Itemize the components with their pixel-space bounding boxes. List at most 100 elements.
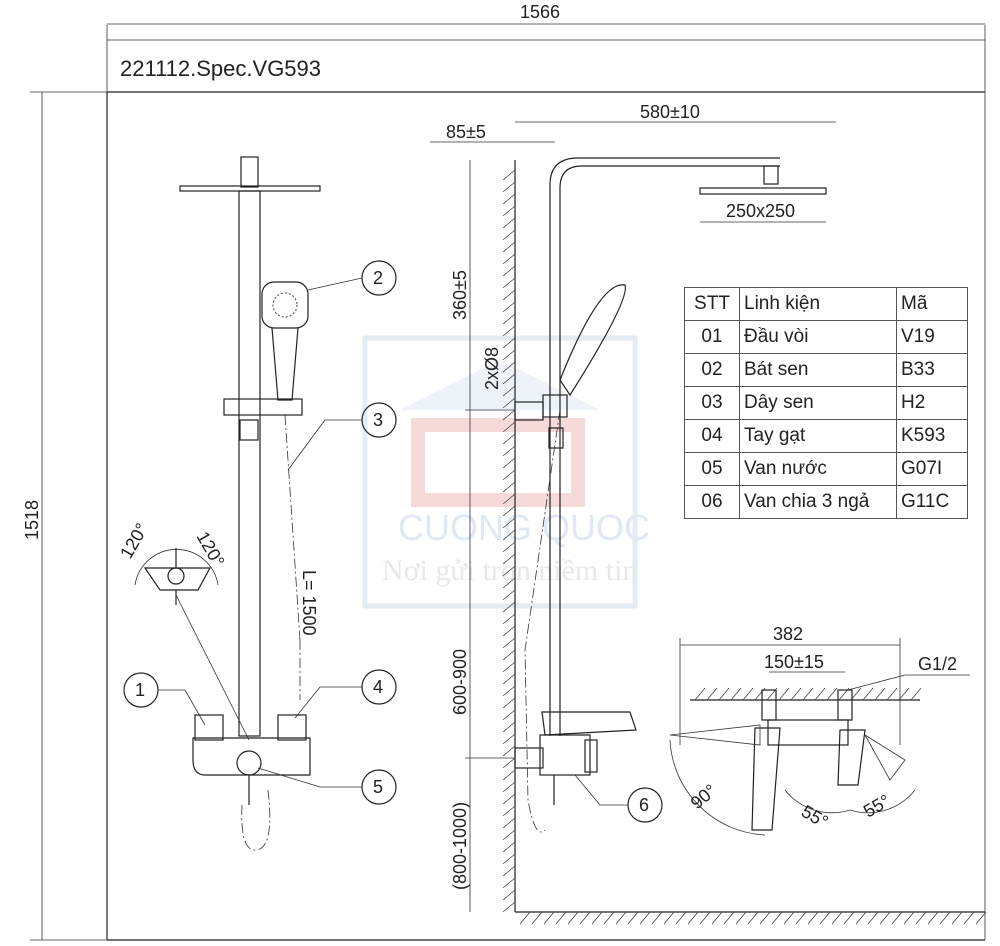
- wall-hatch: [502, 661, 516, 673]
- floor-hatch: [963, 911, 975, 925]
- floor-hatch: [843, 911, 855, 925]
- wall-hatch: [502, 505, 516, 517]
- floor-hatch: [879, 911, 891, 925]
- floor-hatch: [795, 911, 807, 925]
- watermark-logo: CUONG QUOC Nơi gửi trọn niềm tin: [362, 335, 650, 609]
- wall-hatch: [502, 601, 516, 613]
- floor-hatch: [543, 911, 555, 925]
- floor-hatch: [735, 911, 747, 925]
- dim-valve-height: (800-1000): [450, 802, 470, 890]
- wall-hatch: [502, 337, 516, 349]
- wall-hatch: [502, 481, 516, 493]
- floor-hatch: [807, 911, 819, 925]
- dim-head-size: 250x250: [726, 201, 795, 221]
- cell-component: Tay gạt: [739, 419, 897, 453]
- angle-left-label: 120°: [116, 520, 152, 562]
- wall-hatch: [502, 205, 516, 217]
- wall-hatch: [502, 493, 516, 505]
- watermark-brand: CUONG QUOC: [398, 507, 650, 548]
- wall-hatch: [502, 589, 516, 601]
- wall-hatch: [502, 181, 516, 193]
- header-stt: STT: [684, 287, 740, 321]
- dim-bracket-height: 360±5: [450, 270, 470, 320]
- floor-hatch: [639, 911, 651, 925]
- top-wall-hatch: [850, 687, 862, 701]
- dim-overall-height: 1518: [22, 500, 42, 540]
- cell-stt: 02: [684, 353, 740, 387]
- cell-code: K593: [896, 419, 968, 453]
- wall-hatch: [502, 265, 516, 277]
- drawing-frame: [30, 25, 986, 941]
- wall-hatch: [502, 673, 516, 685]
- floor-hatch: [867, 911, 879, 925]
- wall-hatch: [502, 529, 516, 541]
- wall-hatch: [502, 277, 516, 289]
- top-wall-hatch: [790, 687, 802, 701]
- floor-hatch: [663, 911, 675, 925]
- wall-hatch: [502, 325, 516, 337]
- floor-hatch: [519, 911, 531, 925]
- top-wall-hatch: [898, 687, 910, 701]
- floor-hatch: [759, 911, 771, 925]
- cell-stt: 03: [684, 386, 740, 420]
- wall-hatch: [502, 397, 516, 409]
- wall-hatch: [502, 445, 516, 457]
- wall-hatch: [502, 733, 516, 745]
- header-code: Mã: [896, 287, 968, 321]
- floor-hatch: [579, 911, 591, 925]
- cell-code: G11C: [896, 485, 968, 519]
- wall-hatch: [502, 625, 516, 637]
- wall-hatch: [502, 217, 516, 229]
- callout-1: 1: [135, 680, 145, 700]
- callout-3: 3: [373, 410, 383, 430]
- dim-arm-length: 580±10: [640, 102, 700, 122]
- cell-code: G07I: [896, 452, 968, 486]
- angle-90-label: 90°: [687, 780, 721, 813]
- drawing-title: 221112.Spec.VG593: [120, 56, 321, 81]
- floor-hatch: [855, 911, 867, 925]
- wall-hatch: [502, 865, 516, 877]
- top-wall-hatch: [826, 687, 838, 701]
- wall-hatch: [502, 853, 516, 865]
- callouts: 2 3 1 4 5 6: [123, 260, 663, 823]
- floor-hatch: [687, 911, 699, 925]
- dim-valve-width: 382: [773, 624, 803, 644]
- wall-hatch: [502, 889, 516, 901]
- wall-hatch: [502, 817, 516, 829]
- floor-hatch: [927, 911, 939, 925]
- wall-hatch: [502, 469, 516, 481]
- dim-wall-offset: 85±5: [446, 122, 486, 142]
- wall-hatch: [502, 433, 516, 445]
- floor-hatch: [891, 911, 903, 925]
- wall-hatch: [502, 253, 516, 265]
- floor-hatch: [903, 911, 915, 925]
- dim-bracket-holes: 2xØ8: [482, 347, 502, 390]
- wall-hatch: [502, 229, 516, 241]
- cell-component: Dây sen: [739, 386, 897, 420]
- wall-hatch: [502, 421, 516, 433]
- wall-hatch: [502, 649, 516, 661]
- wall-hatch: [502, 541, 516, 553]
- floor-hatch: [747, 911, 759, 925]
- wall-hatch: [502, 169, 516, 181]
- wall-hatch: [502, 193, 516, 205]
- top-wall-hatch: [814, 687, 826, 701]
- hose-length-label: L= 1500: [299, 570, 319, 636]
- wall-hatch: [502, 349, 516, 361]
- floor-hatch: [915, 911, 927, 925]
- floor-hatch: [975, 911, 987, 925]
- floor-hatch: [819, 911, 831, 925]
- header-component: Linh kiện: [739, 287, 897, 321]
- wall-hatch: [502, 697, 516, 709]
- top-wall-hatch: [706, 687, 718, 701]
- floor-hatch: [627, 911, 639, 925]
- wall-hatch: [502, 709, 516, 721]
- wall-hatch: [502, 745, 516, 757]
